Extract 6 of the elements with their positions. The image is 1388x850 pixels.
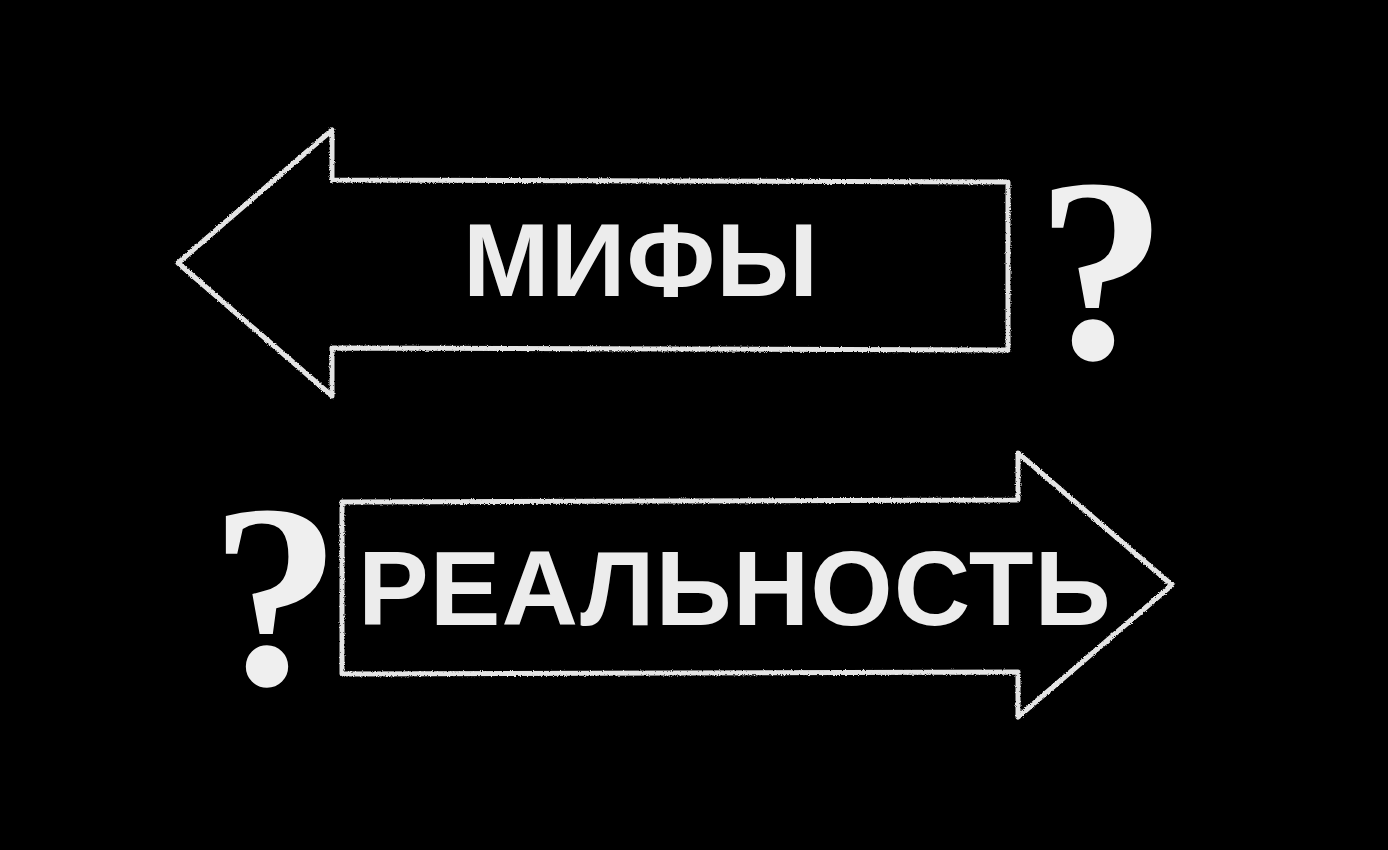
question-mark: ? xyxy=(210,494,341,699)
sign-word: МИФЫ xyxy=(463,208,819,312)
question-mark: ? xyxy=(1036,168,1167,373)
sign-word: РЕАЛЬНОСТЬ xyxy=(358,535,1112,641)
left-arrow-sign xyxy=(175,128,1012,398)
right-arrow-sign xyxy=(338,450,1175,720)
